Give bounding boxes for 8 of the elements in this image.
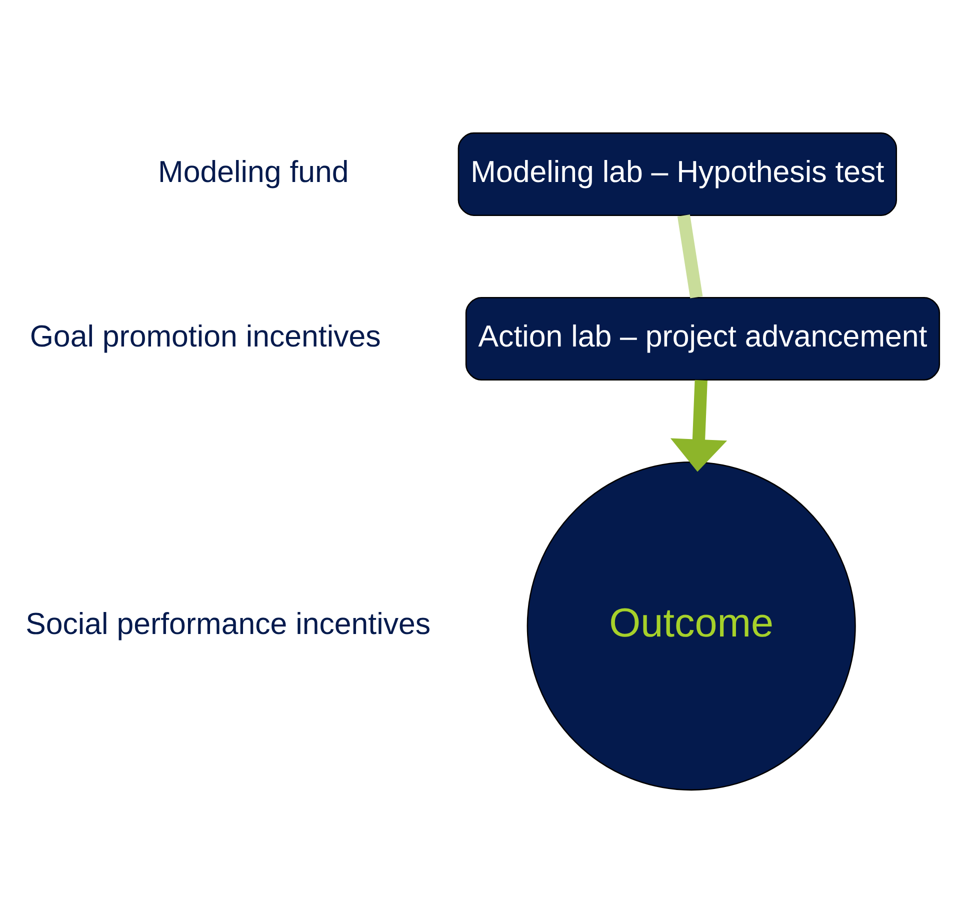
label: Social performance incentives <box>26 608 431 641</box>
label: Goal promotion incentives <box>30 320 381 354</box>
node-box: Action lab – project advancement <box>465 296 940 380</box>
label: Modeling fund <box>158 156 349 190</box>
connector <box>677 214 703 298</box>
node-box: Modeling lab – Hypothesis test <box>458 132 898 216</box>
node-circle: Outcome <box>526 462 856 791</box>
arrow <box>670 380 728 472</box>
